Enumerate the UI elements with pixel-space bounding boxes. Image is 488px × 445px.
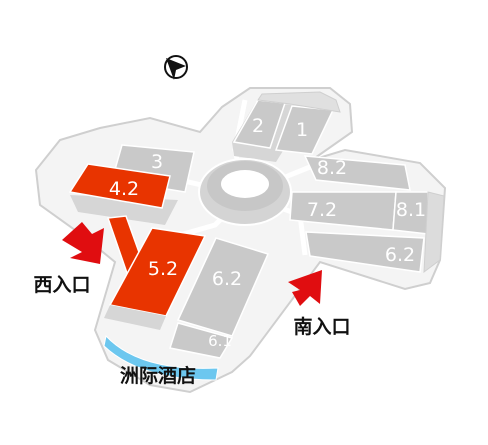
hall-7-2-label: 7.2	[307, 199, 337, 221]
hall-5-2-wall	[104, 305, 166, 330]
hall-6-1-label: 6.1	[208, 332, 232, 350]
hall-5-2-label: 5.2	[148, 258, 178, 280]
central-rotunda	[198, 158, 292, 226]
hall-6-1-shape[interactable]	[169, 322, 234, 359]
hall-1-label: 1	[296, 119, 308, 141]
hall-4-2-label: 4.2	[109, 178, 139, 200]
west-entrance-label: 西入口	[33, 274, 90, 296]
south-entrance-label: 南入口	[293, 316, 350, 338]
west-entrance-arrow	[62, 222, 104, 264]
hall-7-1-label: 6.2	[385, 244, 415, 266]
hall-cluster-north-roof	[257, 91, 341, 113]
hotel-label: 洲际酒店	[120, 364, 196, 387]
hall-8-1-label: 8.1	[396, 199, 426, 221]
hall-8-2-shape[interactable]	[303, 155, 411, 191]
hall-3-label: 3	[151, 151, 163, 173]
hotel-building[interactable]	[103, 334, 219, 381]
hall-6-2-shape[interactable]	[176, 237, 270, 337]
south-entrance-arrow	[288, 270, 322, 306]
hall-2-label: 2	[252, 115, 264, 137]
hall-7-1-shape[interactable]	[305, 231, 425, 273]
north-arrow-icon	[164, 55, 188, 80]
hall-6-2-label: 6.2	[212, 268, 242, 290]
hall-cluster-east-edge	[423, 191, 445, 274]
hall-8-2-label: 8.2	[317, 157, 347, 179]
hall-4-2-shape[interactable]	[68, 163, 171, 209]
